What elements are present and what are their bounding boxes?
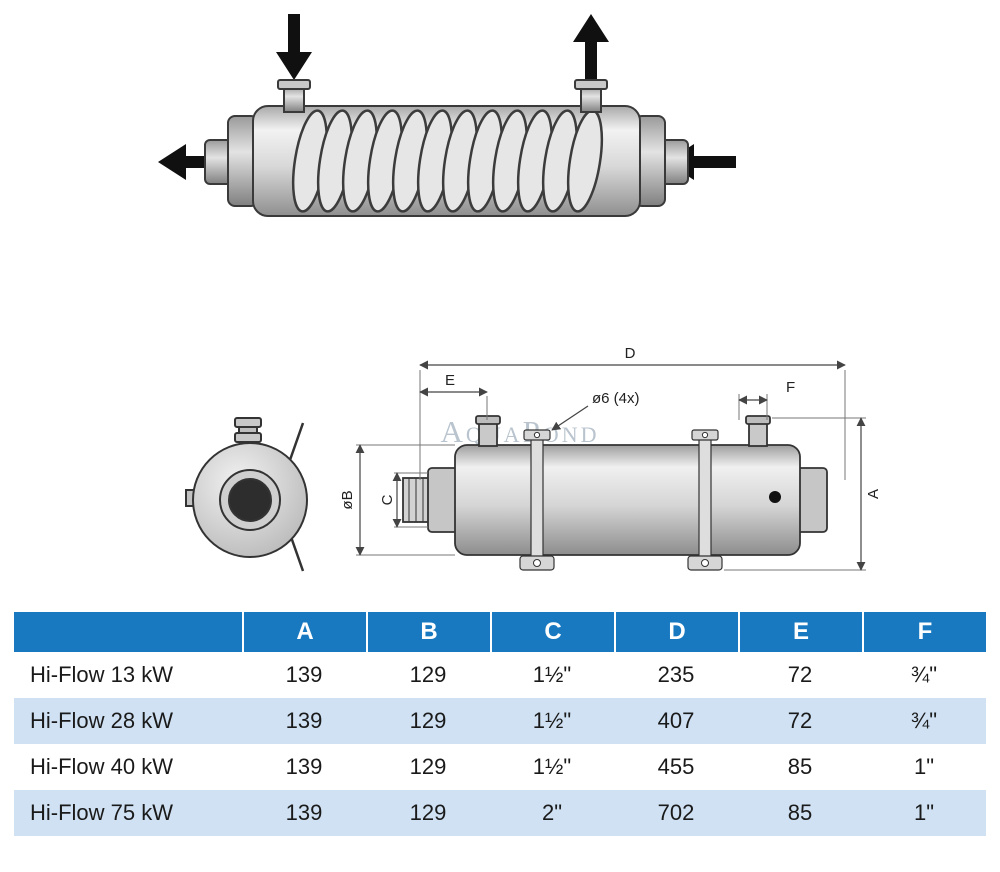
value-cell: 1½" [532, 754, 572, 779]
model-cell: Hi-Flow 75 kW [30, 800, 174, 825]
side-view [402, 415, 828, 571]
drain-dot [769, 491, 781, 503]
heat-exchanger-cutaway-illustration [158, 14, 736, 217]
value-cell: ¾" [910, 662, 938, 687]
table-row: Hi-Flow 40 kW 139 129 1½" 455 85 1" [14, 744, 986, 790]
dim-A-label: A [865, 489, 882, 499]
value-cell: 702 [657, 800, 695, 825]
value-cell: 129 [409, 754, 447, 779]
arrow-in-top [276, 14, 312, 80]
dim-F-label: F [786, 379, 795, 396]
column-header-D: D [614, 612, 738, 652]
value-cell: 72 [787, 708, 813, 733]
dim-D-label: D [625, 345, 636, 362]
inner-coil [291, 109, 604, 213]
value-cell: 1" [913, 800, 935, 825]
dimensions-table: A B C D E F Hi-Flow 13 kW 139 129 1½" 23… [14, 612, 986, 836]
top-ports [277, 79, 608, 113]
value-cell: 139 [285, 800, 323, 825]
value-cell: 129 [409, 800, 447, 825]
column-header-F: F [862, 612, 986, 652]
value-cell: 139 [285, 708, 323, 733]
value-cell: 1½" [532, 708, 572, 733]
arrow-out-top [573, 14, 609, 80]
value-cell: 455 [657, 754, 695, 779]
value-cell: 2" [541, 800, 563, 825]
dim-C-label: C [379, 494, 396, 505]
column-header-B: B [366, 612, 490, 652]
watermark: AquaPond [441, 414, 600, 449]
value-cell: 129 [409, 708, 447, 733]
table-row: Hi-Flow 28 kW 139 129 1½" 407 72 ¾" [14, 698, 986, 744]
dim-E-label: E [445, 372, 455, 389]
value-cell: 85 [787, 800, 813, 825]
model-cell: Hi-Flow 40 kW [30, 754, 174, 779]
column-header-C: C [490, 612, 614, 652]
value-cell: 85 [787, 754, 813, 779]
column-header-E: E [738, 612, 862, 652]
dimension-lines: D E F ø6 (4x) øB C [339, 345, 882, 571]
dim-B-label: øB [339, 490, 356, 509]
value-cell: 139 [285, 662, 323, 687]
value-cell: ¾" [910, 708, 938, 733]
corner-header-cell [14, 612, 242, 652]
end-view [185, 417, 308, 572]
column-header-A: A [242, 612, 366, 652]
value-cell: 407 [657, 708, 695, 733]
value-cell: 72 [787, 662, 813, 687]
table-row: Hi-Flow 75 kW 139 129 2" 702 85 1" [14, 790, 986, 836]
value-cell: 139 [285, 754, 323, 779]
value-cell: 1" [913, 754, 935, 779]
table-header-row: A B C D E F [14, 612, 986, 652]
table-row: Hi-Flow 13 kW 139 129 1½" 235 72 ¾" [14, 652, 986, 698]
model-cell: Hi-Flow 13 kW [30, 662, 174, 687]
value-cell: 235 [657, 662, 695, 687]
model-cell: Hi-Flow 28 kW [30, 708, 174, 733]
value-cell: 129 [409, 662, 447, 687]
value-cell: 1½" [532, 662, 572, 687]
dimension-drawing: AquaPond [185, 345, 882, 572]
hole-callout-label: ø6 (4x) [592, 390, 640, 407]
